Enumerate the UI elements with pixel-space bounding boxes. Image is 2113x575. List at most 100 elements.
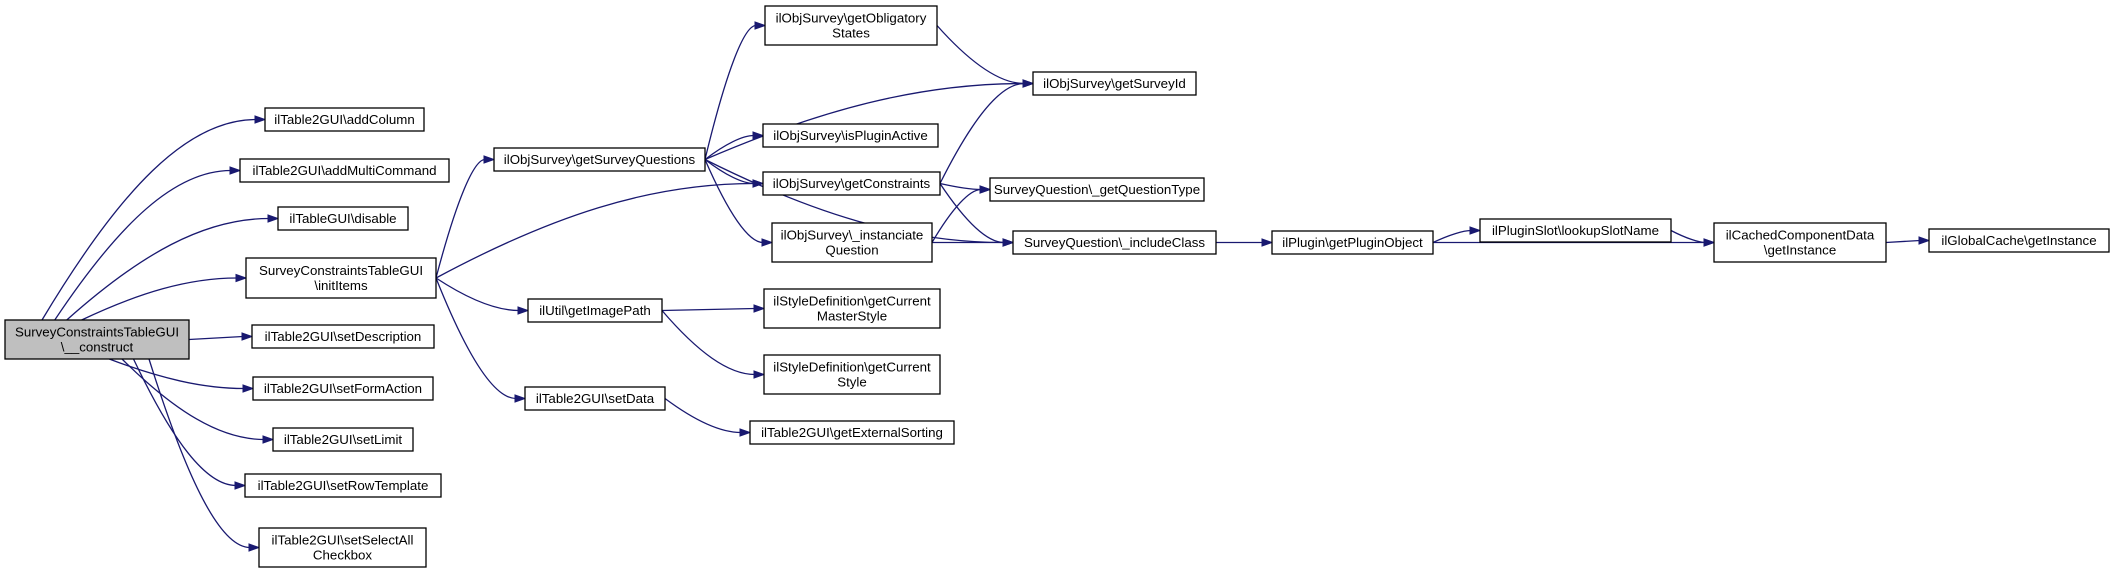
- edge-line: [1432, 229, 1472, 244]
- node-label: ilTable2GUI\addMultiCommand: [252, 163, 436, 178]
- edge-line: [1670, 229, 1706, 244]
- node-lookupSlotName[interactable]: ilPluginSlot\lookupSlotName: [1479, 218, 1672, 243]
- edge-arrowhead: [248, 543, 261, 552]
- edge-arrowhead: [229, 166, 242, 175]
- edge-line: [148, 358, 251, 549]
- node-getSurveyQuestions[interactable]: ilObjSurvey\getSurveyQuestions: [493, 147, 706, 172]
- edge-arrowhead: [1703, 238, 1716, 247]
- edge-arrowhead: [242, 384, 255, 393]
- node-getPluginObject[interactable]: ilPlugin\getPluginObject: [1271, 230, 1434, 255]
- node-label: ilObjSurvey\getSurveyId: [1043, 76, 1186, 91]
- edge-line: [1885, 239, 1921, 244]
- edge-lookupSlotName-to-cachedInstance: [1670, 229, 1716, 247]
- node-getQuestionType[interactable]: SurveyQuestion\_getQuestionType: [989, 177, 1205, 202]
- edge-line: [109, 358, 245, 390]
- edge-line: [931, 188, 982, 243]
- node-box: [1713, 222, 1887, 263]
- edge-initItems-to-getSurveyQuestions: [435, 155, 496, 279]
- edge-arrowhead: [752, 131, 765, 140]
- node-box: [4, 319, 190, 360]
- edge-getSurveyQuestions-to-getConstraints: [704, 158, 765, 188]
- node-getImagePath[interactable]: ilUtil\getImagePath: [527, 298, 663, 323]
- node-label: ilTable2GUI\setData: [536, 391, 655, 406]
- node-label: SurveyConstraintsTableGUI: [15, 325, 179, 340]
- node-box: [1479, 218, 1672, 243]
- node-label: ilObjSurvey\_instanciate: [781, 228, 924, 243]
- node-setFormAction[interactable]: ilTable2GUI\setFormAction: [252, 376, 434, 401]
- edge-line: [704, 82, 1025, 161]
- node-addColumn[interactable]: ilTable2GUI\addColumn: [264, 107, 425, 132]
- node-label: MasterStyle: [817, 309, 887, 324]
- edge-getSurveyQuestions-to-isPluginActive: [704, 131, 765, 161]
- edge-line: [704, 158, 755, 185]
- edge-line: [81, 277, 238, 321]
- node-addMulti[interactable]: ilTable2GUI\addMultiCommand: [239, 158, 450, 183]
- node-setRowTemplate[interactable]: ilTable2GUI\setRowTemplate: [244, 473, 442, 498]
- node-box: [771, 222, 933, 263]
- node-label: ilTable2GUI\setLimit: [284, 432, 403, 447]
- node-setData[interactable]: ilTable2GUI\setData: [524, 386, 666, 411]
- edge-arrowhead: [254, 115, 267, 124]
- edge-line: [41, 118, 257, 321]
- node-disable[interactable]: ilTableGUI\disable: [277, 206, 409, 231]
- node-label: ilObjSurvey\getConstraints: [773, 176, 931, 191]
- node-label: SurveyQuestion\_getQuestionType: [994, 182, 1200, 197]
- node-getConstraints[interactable]: ilObjSurvey\getConstraints: [762, 171, 941, 196]
- edge-arrowhead: [979, 185, 992, 194]
- node-label: ilTableGUI\disable: [289, 211, 396, 226]
- edge-arrowhead: [483, 155, 496, 164]
- edge-arrowhead: [753, 370, 766, 379]
- node-box: [763, 354, 941, 395]
- edge-root-to-setSelectAll: [148, 358, 261, 552]
- node-includeClass[interactable]: SurveyQuestion\_includeClass: [1012, 230, 1217, 255]
- node-box: [264, 107, 425, 132]
- node-box: [763, 288, 941, 329]
- node-isPluginActive[interactable]: ilObjSurvey\isPluginActive: [762, 123, 939, 148]
- node-box: [527, 298, 663, 323]
- edge-line: [188, 335, 244, 341]
- node-box: [1032, 71, 1197, 96]
- node-setLimit[interactable]: ilTable2GUI\setLimit: [272, 427, 414, 452]
- node-root[interactable]: SurveyConstraintsTableGUI\__construct: [4, 319, 190, 360]
- edge-arrowhead: [514, 394, 527, 403]
- edge-arrowhead: [267, 214, 280, 223]
- node-initItems[interactable]: SurveyConstraintsTableGUI\initItems: [245, 257, 437, 299]
- node-extSorting[interactable]: ilTable2GUI\getExternalSorting: [749, 420, 955, 445]
- node-box: [762, 171, 941, 196]
- edge-arrowhead: [241, 332, 254, 341]
- edge-instanciate-to-includeClass: [932, 238, 1015, 247]
- edge-root-to-setFormAction: [109, 358, 255, 393]
- node-box: [272, 427, 414, 452]
- node-label: States: [832, 26, 870, 41]
- node-label: ilPluginSlot\lookupSlotName: [1492, 223, 1659, 238]
- edge-arrowhead: [761, 238, 774, 247]
- edge-line: [939, 82, 1025, 184]
- edge-getConstraints-to-getSurveyId: [939, 79, 1035, 184]
- edge-initItems-to-getConstraints: [435, 179, 765, 279]
- node-getSurveyId[interactable]: ilObjSurvey\getSurveyId: [1032, 71, 1197, 96]
- node-label: ilTable2GUI\getExternalSorting: [761, 425, 943, 440]
- node-box: [239, 158, 450, 183]
- node-label: ilObjSurvey\getObligatory: [776, 11, 927, 26]
- edge-arrowhead: [1469, 226, 1482, 235]
- edge-instanciate-to-getQuestionType: [931, 185, 992, 243]
- node-box: [251, 324, 435, 349]
- edge-arrowhead: [235, 273, 248, 283]
- node-cachedInstance[interactable]: ilCachedComponentData\getInstance: [1713, 222, 1887, 263]
- node-label: ilPlugin\getPluginObject: [1282, 235, 1423, 250]
- edge-line: [704, 134, 755, 161]
- edge-line: [121, 358, 265, 441]
- node-setDescription[interactable]: ilTable2GUI\setDescription: [251, 324, 435, 349]
- edge-getImagePath-to-masterStyle: [661, 304, 766, 313]
- edge-setData-to-extSorting: [664, 397, 752, 437]
- edge-line: [704, 24, 757, 160]
- edge-line: [704, 159, 764, 244]
- node-globalCache[interactable]: ilGlobalCache\getInstance: [1928, 228, 2110, 253]
- edge-root-to-setRowTemplate: [132, 358, 247, 490]
